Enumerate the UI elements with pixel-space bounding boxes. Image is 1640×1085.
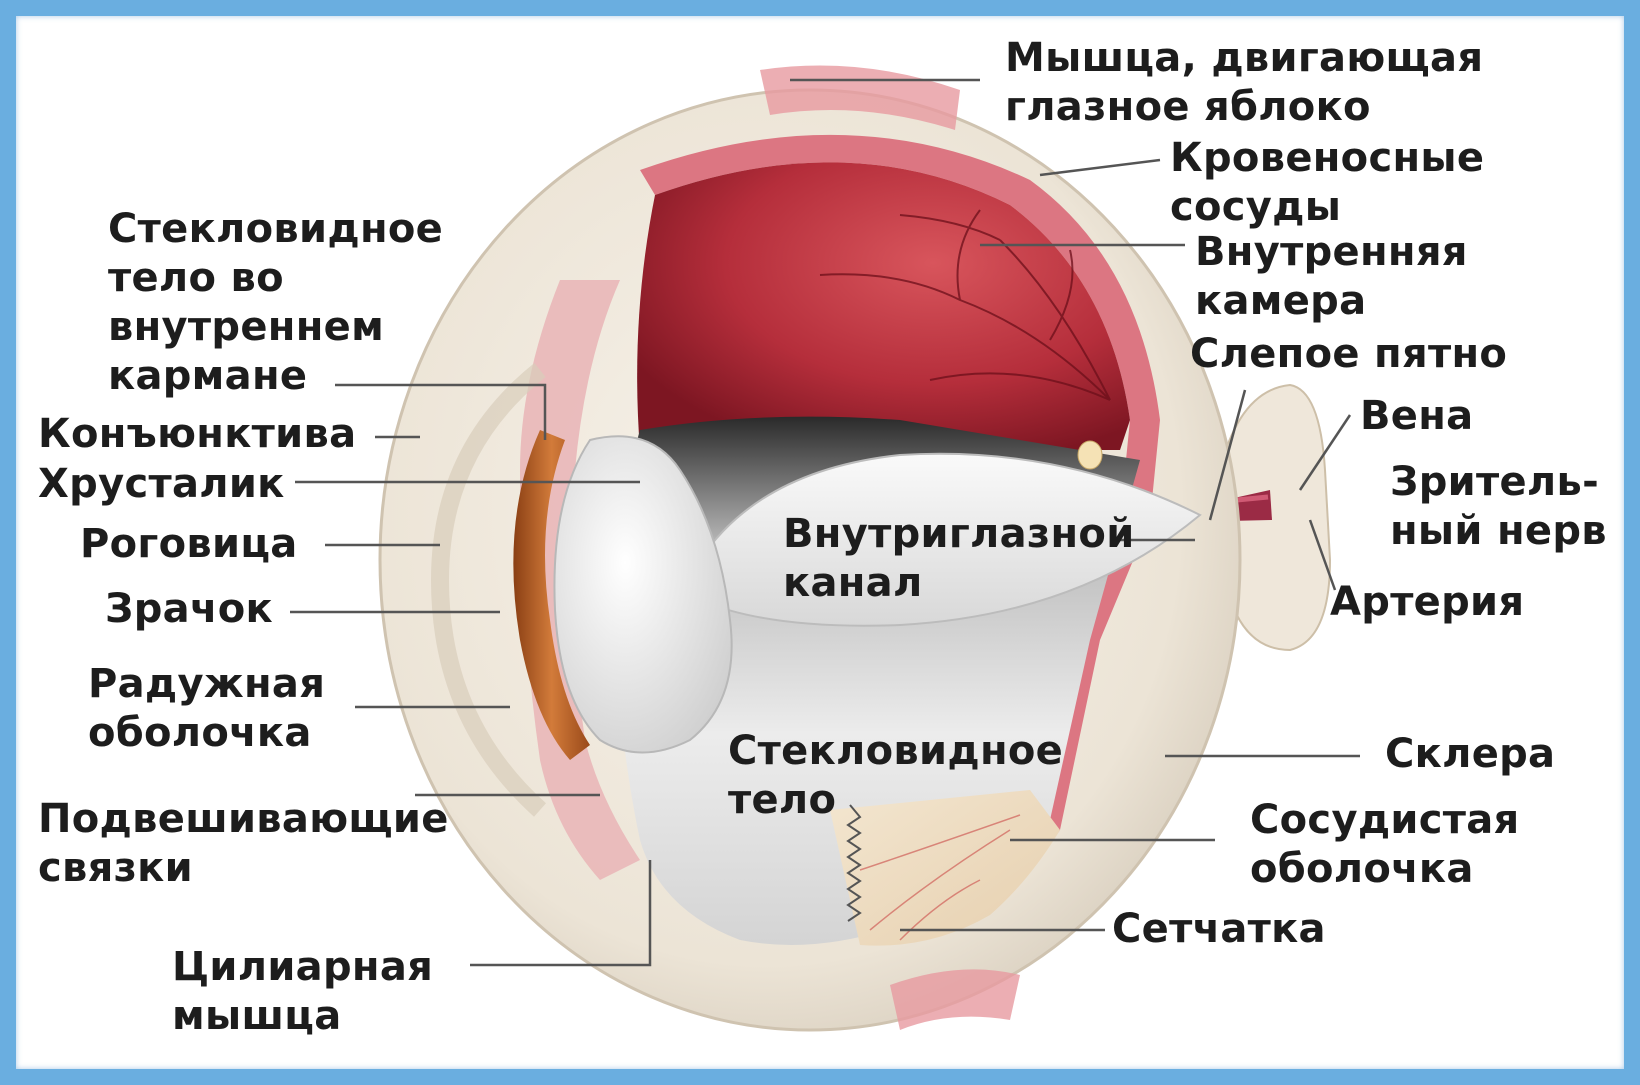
label-muscle-line1: Мышца, двигающая — [1005, 34, 1483, 83]
label-suspensory-line1: Подвешивающие — [38, 795, 449, 844]
label-pupil: Зрачок — [105, 585, 273, 634]
label-iris-line1: Радужная — [88, 660, 325, 709]
label-vitreous-pocket-line4: кармане — [108, 352, 443, 401]
label-optic-nerve-line2: ный нерв — [1390, 507, 1607, 556]
label-vein: Вена — [1360, 392, 1473, 441]
label-vein-text: Вена — [1360, 392, 1473, 441]
label-vitreous-body: Стекловидное тело — [728, 727, 1063, 825]
label-choroid-line2: оболочка — [1250, 845, 1520, 894]
label-inner-chamber-line1: Внутренняя — [1195, 228, 1468, 277]
leader-blood-vessels — [1040, 160, 1160, 175]
label-retina-text: Сетчатка — [1112, 905, 1326, 954]
label-blood-vessels-line2: сосуды — [1170, 183, 1484, 232]
label-ciliary-line2: мышца — [172, 992, 433, 1041]
label-pupil-text: Зрачок — [105, 585, 273, 634]
label-blind-spot: Слепое пятно — [1190, 330, 1507, 379]
label-muscle-line2: глазное яблоко — [1005, 83, 1483, 132]
label-artery-text: Артерия — [1330, 578, 1524, 627]
label-choroid-line1: Сосудистая — [1250, 796, 1520, 845]
label-blood-vessels-line1: Кровеносные — [1170, 134, 1484, 183]
label-suspensory-ligaments: Подвешивающие связки — [38, 795, 449, 893]
label-iris-line2: оболочка — [88, 709, 325, 758]
label-optic-nerve: Зритель- ный нерв — [1390, 458, 1607, 556]
label-inner-chamber: Внутренняя камера — [1195, 228, 1468, 326]
label-choroid: Сосудистая оболочка — [1250, 796, 1520, 894]
label-vitreous-pocket: Стекловидное тело во внутреннем кармане — [108, 205, 443, 401]
label-vitreous-pocket-line2: тело во — [108, 254, 443, 303]
label-artery: Артерия — [1330, 578, 1524, 627]
label-conjunctiva: Конъюнктива — [38, 410, 356, 459]
label-muscle: Мышца, двигающая глазное яблоко — [1005, 34, 1483, 132]
label-iris: Радужная оболочка — [88, 660, 325, 758]
label-optic-nerve-line1: Зритель- — [1390, 458, 1607, 507]
label-vitreous-pocket-line3: внутреннем — [108, 303, 443, 352]
label-blind-spot-text: Слепое пятно — [1190, 330, 1507, 379]
label-lens-text: Хрусталик — [38, 460, 285, 509]
label-vitreous-body-line1: Стекловидное — [728, 727, 1063, 776]
label-vitreous-pocket-line1: Стекловидное — [108, 205, 443, 254]
label-lens: Хрусталик — [38, 460, 285, 509]
label-cornea: Роговица — [80, 520, 298, 569]
label-ciliary-muscle: Цилиарная мышца — [172, 943, 433, 1041]
label-sclera-text: Склера — [1385, 730, 1555, 779]
label-canal-line2: канал — [783, 559, 1135, 608]
label-blood-vessels: Кровеносные сосуды — [1170, 134, 1484, 232]
label-inner-chamber-line2: камера — [1195, 277, 1468, 326]
label-sclera: Склера — [1385, 730, 1555, 779]
label-vitreous-body-line2: тело — [728, 776, 1063, 825]
blind-spot-shape — [1078, 441, 1102, 469]
label-cornea-text: Роговица — [80, 520, 298, 569]
label-ciliary-line1: Цилиарная — [172, 943, 433, 992]
label-suspensory-line2: связки — [38, 844, 449, 893]
label-retina: Сетчатка — [1112, 905, 1326, 954]
label-conjunctiva-text: Конъюнктива — [38, 410, 356, 459]
label-intraocular-canal: Внутриглазной канал — [783, 510, 1135, 608]
label-canal-line1: Внутриглазной — [783, 510, 1135, 559]
